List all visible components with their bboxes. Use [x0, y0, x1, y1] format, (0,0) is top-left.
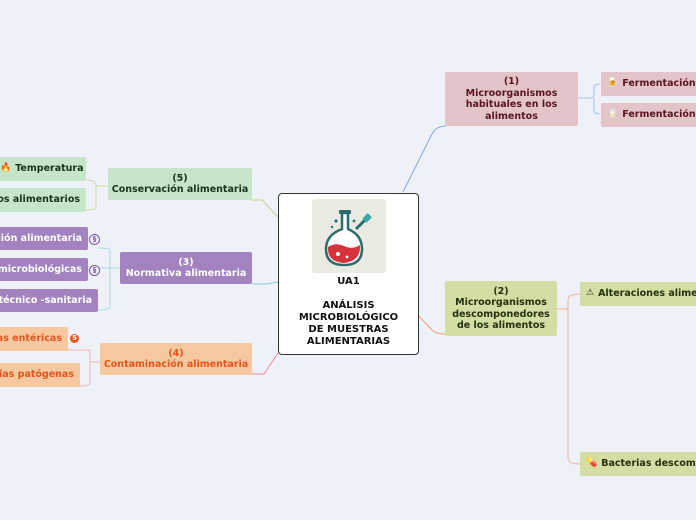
warning-icon: ⚠ [586, 288, 595, 299]
leaf-label: Fermentación [622, 109, 696, 121]
branch-4-child-bacterias-patogenas[interactable]: rias patógenas [0, 363, 80, 387]
leaf-label: técnico -sanitaria [0, 294, 92, 306]
leaf-label: rias patógenas [0, 369, 74, 381]
pill-icon: 💊 [586, 458, 598, 469]
branch-3-child-criterios[interactable]: microbiológicas [0, 258, 88, 281]
branch-5-child-aditivos[interactable]: os alimentarios [0, 188, 86, 212]
branch-2-node[interactable]: (2) Microorganismos descomponedores de l… [445, 281, 557, 336]
link-icon[interactable]: § [89, 234, 100, 245]
branch-4-node[interactable]: (4) Contaminación alimentaria [100, 343, 252, 375]
branch-1-child-fermentacion-1[interactable]: 🍺 Fermentación [601, 72, 696, 96]
leaf-label: as entéricas [0, 333, 62, 345]
branch-4-child-enfermedades[interactable]: as entéricas [0, 327, 68, 351]
branch-5-child-temperatura[interactable]: 🔥 Temperatura [0, 157, 86, 181]
branch-1-node[interactable]: (1) Microorganismos habituales en los al… [445, 72, 578, 126]
fire-icon: 🔥 [0, 163, 12, 174]
leaf-label: Bacterias descomp [601, 458, 696, 470]
leaf-label: Alteraciones alime [598, 288, 696, 300]
branch-3-child-reglamento[interactable]: técnico -sanitaria [0, 289, 98, 312]
leaf-label: os alimentarios [0, 194, 80, 206]
beer-icon: 🍺 [607, 78, 619, 89]
branch-3-child-legislacion[interactable]: ción alimentaria [0, 227, 88, 250]
branch-5-node[interactable]: (5) Conservación alimentaria [108, 168, 252, 200]
leaf-label: microbiológicas [0, 263, 82, 275]
central-node[interactable]: UA1 ANÁLISIS MICROBIOLÓGICO DE MUESTRAS … [278, 193, 419, 355]
central-subtitle: ANÁLISIS MICROBIOLÓGICO DE MUESTRAS ALIM… [298, 300, 399, 347]
branch-2-child-alteraciones[interactable]: ⚠ Alteraciones alime [580, 282, 696, 306]
branch-3-node[interactable]: (3) Normativa alimentaria [120, 252, 252, 284]
flask-icon [312, 199, 386, 273]
leaf-label: Temperatura [15, 163, 84, 175]
leaf-label: Fermentación [622, 78, 696, 90]
milk-icon: 🥛 [607, 109, 619, 120]
number-badge-icon: 5 [70, 334, 79, 343]
branch-2-child-bacterias[interactable]: 💊 Bacterias descomp [580, 452, 696, 476]
branch-1-child-fermentacion-2[interactable]: 🥛 Fermentación [601, 103, 696, 127]
central-title: UA1 [337, 276, 360, 287]
link-icon[interactable]: § [89, 265, 100, 276]
leaf-label: ción alimentaria [0, 232, 82, 244]
